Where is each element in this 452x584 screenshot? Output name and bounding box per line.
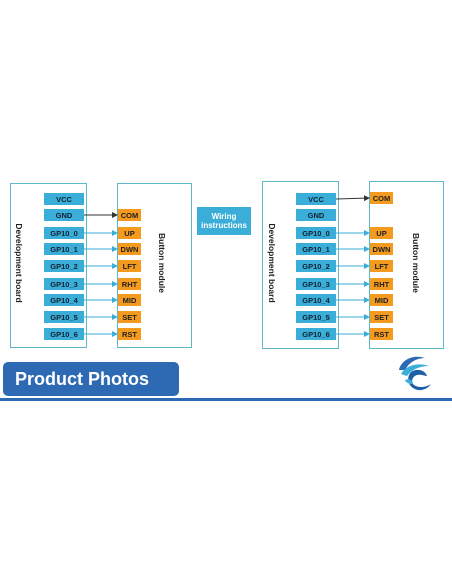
wiring-instructions-badge: Wiring instructions xyxy=(197,207,251,235)
product-photos-banner: Product Photos xyxy=(3,362,179,396)
wire-vcc-com xyxy=(335,195,370,202)
pin-gp10-0: GP10_0 xyxy=(296,227,336,239)
button-dwn: DWN xyxy=(118,243,141,255)
pin-gp10-4: GP10_4 xyxy=(44,294,84,306)
pin-gp10-5: GP10_5 xyxy=(296,311,336,323)
button-rht: RHT xyxy=(118,278,141,290)
pin-gp10-2: GP10_2 xyxy=(296,260,336,272)
pin-gnd: GND xyxy=(44,209,84,221)
button-mid: MID xyxy=(370,294,393,306)
pin-vcc: VCC xyxy=(44,193,84,205)
button-set: SET xyxy=(118,311,141,323)
pin-gp10-3: GP10_3 xyxy=(296,278,336,290)
pin-gp10-3: GP10_3 xyxy=(44,278,84,290)
wiring-badge-line1: Wiring xyxy=(211,212,237,221)
pin-gp10-1: GP10_1 xyxy=(44,243,84,255)
button-com: COM xyxy=(118,209,141,221)
button-com: COM xyxy=(370,192,393,204)
pin-gp10-4: GP10_4 xyxy=(296,294,336,306)
button-dwn: DWN xyxy=(370,243,393,255)
pin-gp10-0: GP10_0 xyxy=(44,227,84,239)
banner-underline xyxy=(0,398,452,401)
button-rst: RST xyxy=(370,328,393,340)
pin-gp10-2: GP10_2 xyxy=(44,260,84,272)
button-lft: LFT xyxy=(118,260,141,272)
brand-logo-icon xyxy=(393,352,437,396)
button-lft: LFT xyxy=(370,260,393,272)
button-rht: RHT xyxy=(370,278,393,290)
pin-gp10-6: GP10_6 xyxy=(296,328,336,340)
button-set: SET xyxy=(370,311,393,323)
pin-vcc: VCC xyxy=(296,193,336,205)
pin-gp10-5: GP10_5 xyxy=(44,311,84,323)
button-mid: MID xyxy=(118,294,141,306)
pin-gp10-6: GP10_6 xyxy=(44,328,84,340)
pin-gnd: GND xyxy=(296,209,336,221)
wiring-badge-line2: instructions xyxy=(201,221,247,230)
button-up: UP xyxy=(370,227,393,239)
banner-label: Product Photos xyxy=(15,368,149,389)
pin-gp10-1: GP10_1 xyxy=(296,243,336,255)
button-up: UP xyxy=(118,227,141,239)
button-rst: RST xyxy=(118,328,141,340)
